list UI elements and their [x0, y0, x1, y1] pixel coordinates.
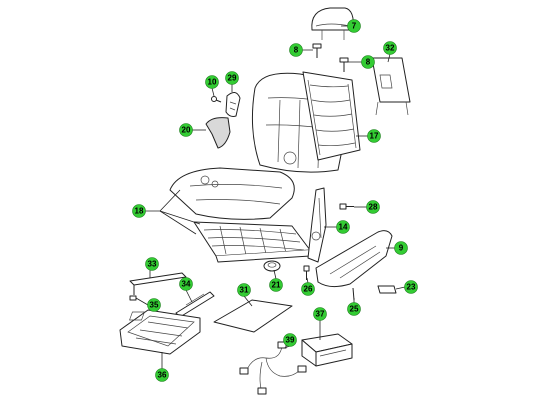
svg-text:14: 14	[339, 223, 348, 232]
callout-39: 39	[283, 333, 297, 347]
callout-14: 14	[336, 220, 350, 234]
recliner-cover-part	[225, 92, 241, 117]
headrest-guide-left-part	[312, 43, 322, 58]
svg-text:31: 31	[240, 286, 249, 295]
svg-text:23: 23	[407, 283, 416, 292]
seatback-board-part	[371, 57, 411, 116]
callout-36: 36	[155, 368, 169, 382]
svg-text:28: 28	[369, 203, 378, 212]
callout-32: 32	[383, 41, 397, 55]
callout-9: 9	[394, 241, 408, 255]
callout-25: 25	[347, 302, 361, 316]
side-cover-part	[205, 117, 231, 149]
lever-part	[175, 291, 215, 318]
knob-part	[263, 260, 281, 272]
tray-part	[119, 309, 201, 355]
bolt-part	[339, 203, 354, 210]
rail-clip-part	[129, 295, 137, 301]
svg-text:20: 20	[182, 126, 191, 135]
svg-text:8: 8	[294, 46, 299, 55]
callout-7: 7	[347, 19, 361, 33]
callout-21: 21	[269, 278, 283, 292]
svg-text:37: 37	[316, 310, 325, 319]
seat-pad-part	[129, 299, 293, 333]
svg-text:25: 25	[350, 305, 359, 314]
svg-text:8: 8	[366, 58, 371, 67]
svg-text:33: 33	[148, 260, 157, 269]
clip-part	[377, 285, 397, 294]
side-shield-part	[315, 230, 393, 288]
callout-18: 18	[132, 204, 146, 218]
svg-text:21: 21	[272, 281, 281, 290]
recliner-frame-part	[307, 187, 327, 263]
callout-35: 35	[147, 298, 161, 312]
svg-text:9: 9	[399, 244, 404, 253]
callout-8a: 8	[289, 43, 303, 57]
svg-text:17: 17	[370, 132, 379, 141]
svg-text:18: 18	[135, 207, 144, 216]
svg-text:10: 10	[208, 78, 217, 87]
headrest-guide-right-part	[339, 57, 349, 72]
svg-text:7: 7	[352, 22, 357, 31]
svg-text:29: 29	[228, 74, 237, 83]
svg-text:26: 26	[304, 285, 313, 294]
screw-part	[211, 96, 222, 103]
callout-20: 20	[179, 123, 193, 137]
callout-28: 28	[366, 200, 380, 214]
callout-8b: 8	[361, 55, 375, 69]
svg-text:39: 39	[286, 336, 295, 345]
wiring-harness-part	[239, 341, 307, 395]
rail-part	[129, 272, 187, 295]
callout-29: 29	[225, 71, 239, 85]
svg-text:32: 32	[386, 44, 395, 53]
callout-26: 26	[301, 282, 315, 296]
screw-lower-part	[303, 265, 310, 280]
seat-frame-part	[193, 221, 311, 263]
seatback-frame-part	[302, 71, 361, 161]
callout-37: 37	[313, 307, 327, 321]
callout-33: 33	[145, 257, 159, 271]
callout-23: 23	[404, 280, 418, 294]
headrest-part	[311, 7, 354, 40]
callout-31: 31	[237, 283, 251, 297]
callout-10: 10	[205, 75, 219, 89]
callout-34: 34	[179, 277, 193, 291]
seat-cushion-part	[169, 167, 295, 220]
svg-text:36: 36	[158, 371, 167, 380]
svg-text:35: 35	[150, 301, 159, 310]
svg-text:34: 34	[182, 280, 191, 289]
control-module-part	[301, 333, 353, 367]
callout-17: 17	[367, 129, 381, 143]
